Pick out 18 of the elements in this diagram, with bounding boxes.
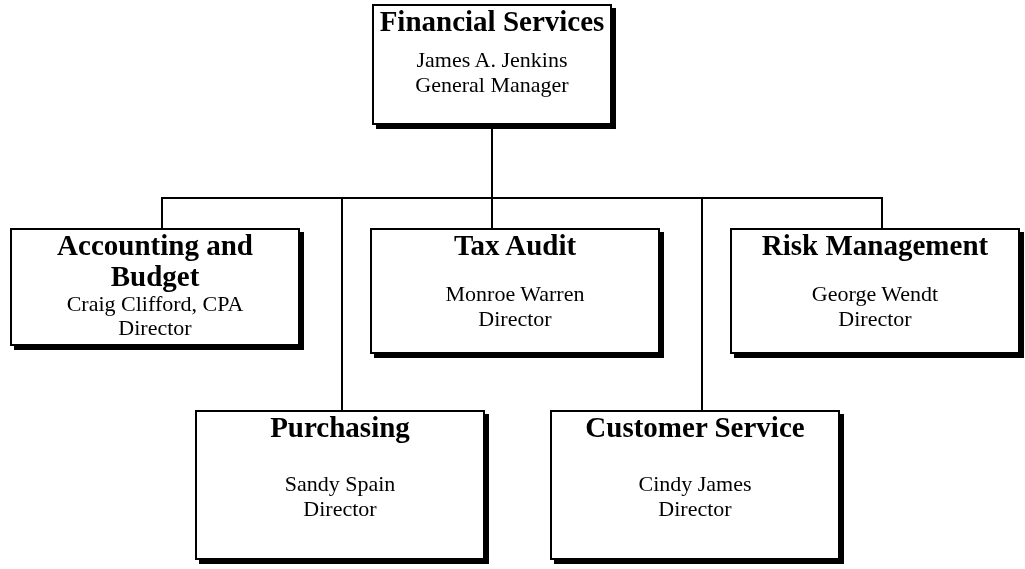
department-heading: Purchasing [270, 412, 410, 443]
department-heading: Tax Audit [453, 230, 577, 261]
department-heading: Risk Management [761, 230, 989, 261]
job-title: General Manager [415, 72, 569, 97]
person-name: Craig Clifford, CPA [66, 292, 244, 316]
person-name: Cindy James [638, 471, 752, 496]
department-heading: Financial Services [379, 6, 605, 37]
person-name: Monroe Warren [445, 281, 585, 306]
person-name: George Wendt [811, 281, 939, 306]
job-title: Director [838, 306, 912, 331]
job-title: Director [118, 316, 192, 340]
department-heading: Accounting and Budget [56, 230, 254, 292]
job-title: Director [303, 496, 377, 521]
person-name: Sandy Spain [284, 471, 396, 496]
person-name: James A. Jenkins [416, 47, 568, 72]
department-heading: Customer Service [585, 412, 805, 443]
job-title: Director [478, 306, 552, 331]
job-title: Director [658, 496, 732, 521]
